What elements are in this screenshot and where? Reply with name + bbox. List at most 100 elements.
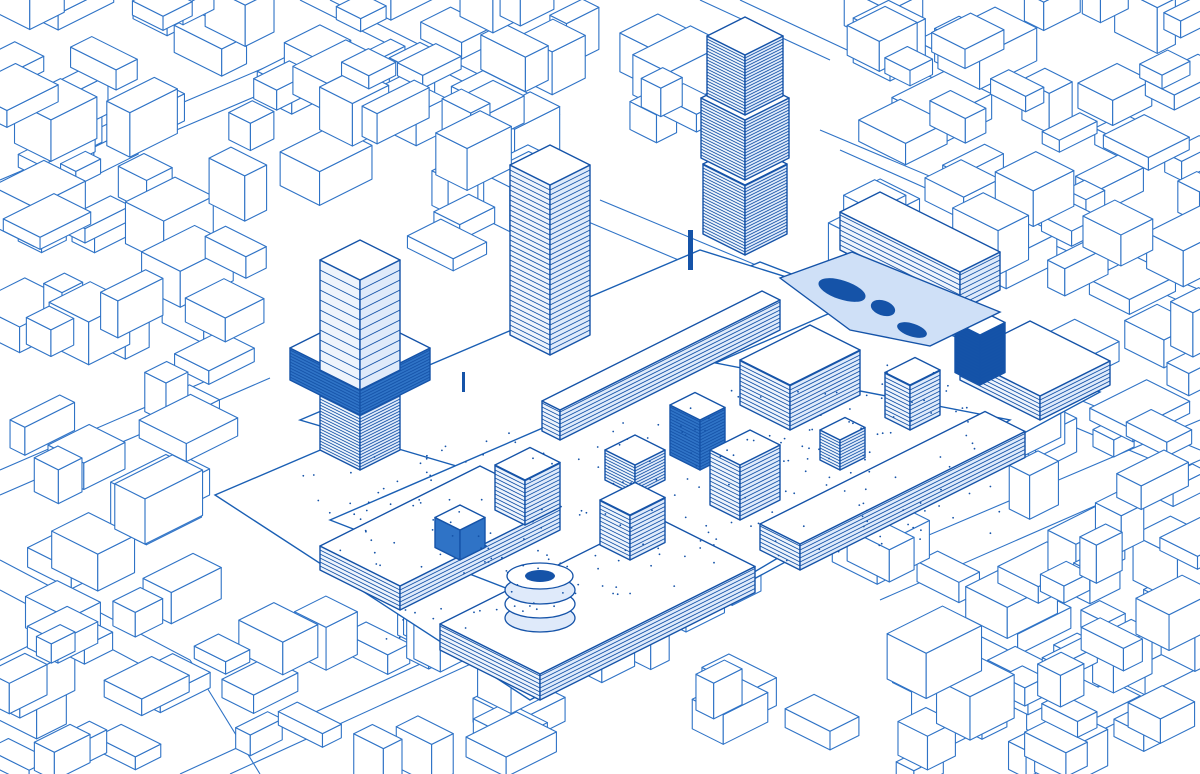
roof bbox=[884, 356, 941, 386]
floor-line bbox=[744, 173, 788, 196]
floor-line bbox=[954, 360, 981, 374]
landscape-dot bbox=[513, 605, 516, 607]
floor-lines bbox=[884, 370, 941, 427]
floor-line bbox=[839, 439, 866, 453]
landscape-dot bbox=[353, 513, 356, 516]
floor-line bbox=[559, 325, 781, 437]
landscape-dot bbox=[418, 499, 421, 501]
floor-line bbox=[706, 83, 746, 104]
floor-line bbox=[702, 188, 746, 211]
landscape-dot bbox=[801, 445, 804, 448]
context-building bbox=[204, 0, 275, 47]
floor-line bbox=[541, 426, 561, 437]
floor-line bbox=[744, 194, 788, 217]
floor-line bbox=[709, 460, 741, 477]
context-building bbox=[0, 652, 48, 715]
floor-line bbox=[494, 465, 526, 482]
floor-line bbox=[439, 633, 541, 685]
landscape-dot bbox=[430, 479, 432, 482]
floor-lines bbox=[494, 463, 561, 522]
floor-line bbox=[359, 358, 431, 395]
floor-line bbox=[744, 154, 790, 178]
floor-line bbox=[604, 470, 636, 487]
landscape-dot bbox=[768, 434, 771, 437]
roof bbox=[2, 193, 92, 238]
floor-lines bbox=[739, 350, 861, 427]
floor-line bbox=[319, 561, 401, 603]
landscape-dot bbox=[402, 619, 404, 621]
landscape-dot bbox=[522, 564, 525, 567]
context-building bbox=[238, 602, 319, 676]
floor-line bbox=[789, 390, 861, 427]
landscape-dot bbox=[750, 525, 752, 527]
roof bbox=[549, 0, 600, 25]
roof bbox=[441, 88, 491, 114]
floor-line bbox=[549, 179, 591, 201]
floor-line bbox=[319, 425, 361, 447]
floor-line bbox=[359, 437, 401, 459]
floor-line bbox=[541, 418, 561, 429]
floor-line bbox=[884, 381, 911, 395]
floor-line bbox=[789, 362, 861, 399]
roof bbox=[33, 723, 91, 753]
floor-line bbox=[759, 529, 801, 551]
roof bbox=[886, 605, 983, 654]
roof bbox=[1125, 408, 1193, 443]
floor-line bbox=[319, 404, 361, 426]
floor-line bbox=[699, 418, 726, 432]
floor-line bbox=[319, 416, 361, 438]
landscape-dot bbox=[495, 608, 498, 611]
landscape-dot bbox=[480, 547, 482, 549]
floor-line bbox=[494, 473, 526, 490]
landscape-dot bbox=[862, 454, 865, 457]
landscape-dot bbox=[420, 565, 423, 568]
floor-line bbox=[819, 453, 841, 465]
landscape-dot bbox=[912, 526, 915, 529]
floor-line bbox=[739, 376, 791, 403]
floor-line bbox=[739, 459, 781, 481]
context-building bbox=[361, 79, 430, 145]
floor-line bbox=[739, 396, 791, 423]
landscape-dot bbox=[726, 449, 728, 452]
floor-line bbox=[839, 234, 961, 296]
roof bbox=[1102, 114, 1190, 159]
facade-right bbox=[1182, 241, 1200, 288]
landscape-dot bbox=[505, 570, 508, 572]
landscape-dot bbox=[771, 511, 774, 513]
floor-line bbox=[549, 259, 591, 281]
floor-line bbox=[702, 182, 746, 205]
floor-line bbox=[439, 629, 541, 681]
roof-opening bbox=[818, 278, 866, 302]
floor-line bbox=[739, 467, 781, 489]
floor-line bbox=[954, 351, 981, 365]
floor-line bbox=[494, 481, 526, 498]
landscape-dot bbox=[862, 525, 865, 528]
floor-line bbox=[839, 214, 961, 276]
landscape-dot bbox=[393, 541, 396, 544]
floor-line bbox=[359, 422, 401, 444]
floor-line bbox=[359, 355, 431, 392]
floor-line bbox=[319, 398, 361, 420]
context-building bbox=[208, 146, 268, 222]
floor-line bbox=[819, 444, 841, 456]
floor-line bbox=[954, 342, 981, 356]
floor-line bbox=[549, 264, 591, 286]
roof bbox=[1163, 0, 1200, 22]
landscape-dot bbox=[910, 419, 913, 422]
facade-right bbox=[1196, 554, 1200, 570]
floor-line bbox=[559, 317, 781, 429]
landscape-dot bbox=[886, 364, 889, 367]
floor-line bbox=[359, 367, 431, 404]
floor-line bbox=[884, 413, 911, 427]
landscape-dot bbox=[419, 502, 422, 504]
landscape-dot bbox=[730, 521, 733, 524]
landscape-dot bbox=[828, 457, 830, 460]
landscape-dot bbox=[881, 432, 884, 435]
landscape-dot bbox=[690, 452, 692, 454]
context-building bbox=[33, 723, 91, 774]
floor-line bbox=[700, 142, 746, 166]
floor-line bbox=[744, 65, 784, 86]
roof bbox=[604, 434, 666, 466]
landscape-dot bbox=[373, 551, 376, 554]
floor-line bbox=[702, 212, 746, 235]
